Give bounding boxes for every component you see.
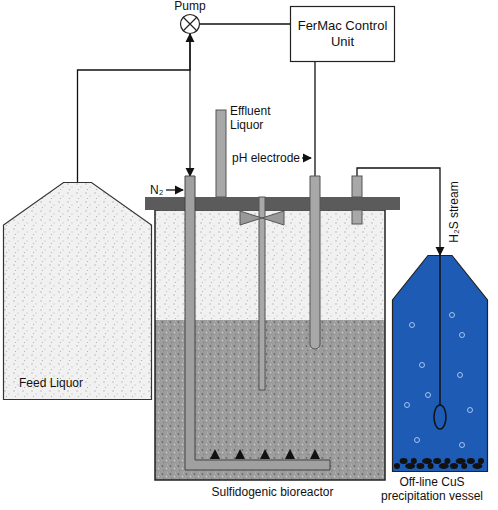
shape-outline [180, 14, 200, 34]
node-label: Off-line CuS precipitation vessel [370, 475, 494, 503]
gas-diffuser [434, 405, 446, 429]
box-outline [291, 7, 395, 62]
bubble [420, 363, 425, 368]
part-label: Effluent Liquor [230, 104, 292, 132]
lid-plate [145, 197, 400, 210]
gas-bubble [260, 449, 270, 459]
bubble [426, 393, 431, 398]
gas-bubble [235, 449, 245, 459]
gas-inlet-arrow [166, 189, 183, 190]
node-label: Feed Liquor [19, 376, 83, 390]
connector [189, 34, 190, 176]
bubble [460, 333, 465, 338]
precipitate [444, 458, 450, 464]
stream-label: H₂S stream [447, 179, 461, 244]
connector [78, 34, 191, 182]
connector [200, 23, 290, 24]
bubble [450, 313, 455, 318]
flask-body [4, 183, 152, 400]
gas-outlet [352, 210, 362, 224]
precipitate [478, 458, 484, 464]
node-label: Pump [174, 0, 205, 13]
gas-label: N₂ [150, 183, 163, 197]
bubble [415, 438, 420, 443]
stirrer-shaft [259, 197, 265, 390]
bubble [458, 373, 463, 378]
sparger-tube [185, 176, 330, 470]
gas-tube [439, 255, 441, 405]
bubble [460, 443, 465, 448]
precipitate [428, 463, 434, 469]
precipitate [433, 458, 441, 464]
node-label: Sulfidogenic bioreactor [211, 485, 333, 499]
bubble [405, 403, 410, 408]
feed-vessel: Feed Liquor [3, 182, 152, 400]
pump-circle [181, 15, 200, 34]
precipitate [461, 463, 467, 469]
gas-bubble [310, 449, 320, 459]
precipitate [416, 463, 424, 469]
part-label: pH electrode [232, 151, 300, 165]
effluent-tube [216, 110, 226, 197]
pump-symbol: Pump [180, 14, 200, 34]
precipitate [467, 458, 475, 464]
precipitation-vessel: Off-line CuS precipitation vessel [392, 255, 488, 472]
gas-bubble [210, 449, 220, 459]
shape-outline [145, 176, 400, 482]
flask-body [393, 256, 488, 472]
gas-bubble [285, 449, 295, 459]
precipitate [394, 463, 400, 469]
control-box: FerMac Control Unit [290, 6, 395, 62]
impeller [240, 211, 284, 225]
bubble [468, 408, 473, 413]
node-label: FerMac Control Unit [296, 18, 389, 50]
ph-electrode [310, 176, 320, 349]
shape-outline [3, 182, 152, 400]
gas-outlet [352, 176, 362, 197]
bioreactor-vessel: Sulfidogenic bioreactor [145, 176, 400, 482]
precipitate [450, 463, 458, 469]
connector [314, 62, 315, 176]
pump-cross [183, 17, 197, 31]
leader-arrow [302, 157, 311, 158]
bubble [410, 323, 415, 328]
precipitate [411, 458, 417, 464]
precipitate [400, 458, 408, 464]
shape-outline [392, 255, 488, 472]
